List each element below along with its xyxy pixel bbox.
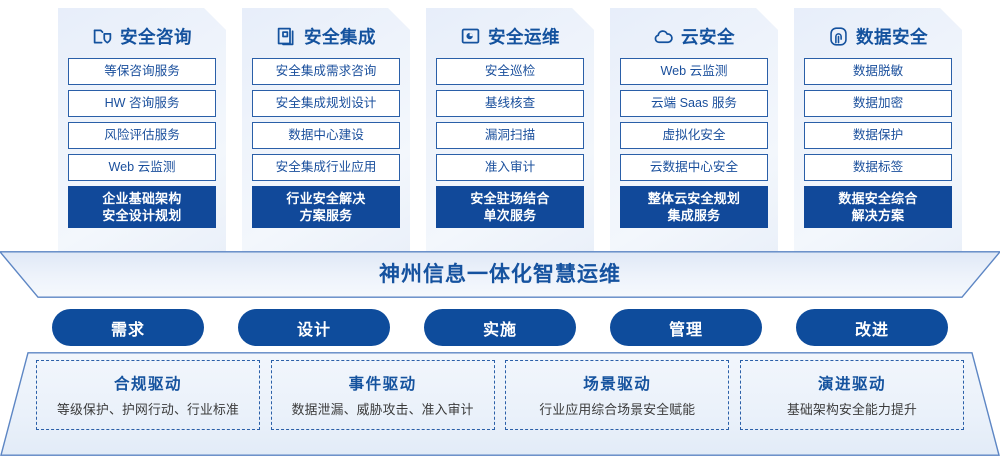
card-summary-line: 单次服务 xyxy=(483,208,537,223)
driver-description: 数据泄漏、威胁攻击、准入审计 xyxy=(291,402,474,417)
card-summary-badge[interactable]: 行业安全解决 方案服务 xyxy=(252,186,400,228)
list-item[interactable]: 安全集成行业应用 xyxy=(252,154,400,181)
pill-improvement[interactable]: 改进 xyxy=(796,309,948,346)
card-header: 安全集成 xyxy=(252,14,400,58)
shield-folder-icon xyxy=(92,26,113,47)
card-summary-line: 企业基础架构 xyxy=(102,191,182,206)
list-item[interactable]: 安全集成规划设计 xyxy=(252,90,400,117)
driver-description: 基础架构安全能力提升 xyxy=(786,402,917,417)
list-item[interactable]: 数据脱敏 xyxy=(804,58,952,85)
driver-card-compliance[interactable]: 合规驱动 等级保护、护网行动、行业标准 xyxy=(36,360,260,430)
driver-card-evolution[interactable]: 演进驱动 基础架构安全能力提升 xyxy=(739,360,964,430)
card-summary-line: 集成服务 xyxy=(667,208,721,223)
driver-description: 等级保护、护网行动、行业标准 xyxy=(57,402,239,417)
card-summary-line: 方案服务 xyxy=(299,208,353,223)
capability-cards-row: 安全咨询 等保咨询服务 HW 咨询服务 风险评估服务 Web 云监测 企业基础架… xyxy=(0,0,1000,254)
platform-banner-title: 神州信息一体化智慧运维 xyxy=(379,263,621,286)
card-item-list: 安全集成需求咨询 安全集成规划设计 数据中心建设 安全集成行业应用 xyxy=(252,58,400,181)
list-item[interactable]: 云数据中心安全 xyxy=(620,154,768,181)
card-title: 数据安全 xyxy=(856,26,928,47)
list-item[interactable]: 基线核查 xyxy=(436,90,584,117)
card-summary-line: 整体云安全规划 xyxy=(647,191,741,206)
list-item[interactable]: Web 云监测 xyxy=(68,154,216,181)
list-item[interactable]: HW 咨询服务 xyxy=(68,90,216,117)
driver-description: 行业应用综合场景安全赋能 xyxy=(539,402,696,417)
card-summary-badge[interactable]: 整体云安全规划 集成服务 xyxy=(620,186,768,228)
card-item-list: 数据脱敏 数据加密 数据保护 数据标签 xyxy=(804,58,952,181)
documents-stack-icon xyxy=(276,26,297,47)
card-summary-badge[interactable]: 安全驻场结合 单次服务 xyxy=(436,186,584,228)
card-header: 云安全 xyxy=(620,14,768,58)
driver-title: 场景驱动 xyxy=(583,376,652,393)
card-summary-line: 数据安全综合 xyxy=(838,191,918,206)
monitor-chart-icon xyxy=(460,26,481,47)
cloud-icon xyxy=(653,26,674,47)
card-item-list: 安全巡检 基线核查 漏洞扫描 准入审计 xyxy=(436,58,584,181)
card-summary-line: 行业安全解决 xyxy=(286,191,366,206)
card-title: 安全集成 xyxy=(304,26,376,47)
capability-card-cloud-security[interactable]: 云安全 Web 云监测 云端 Saas 服务 虚拟化安全 云数据中心安全 整体云… xyxy=(610,8,778,254)
card-summary-line: 安全驻场结合 xyxy=(470,191,550,206)
driver-title: 演进驱动 xyxy=(817,376,886,393)
platform-banner: 神州信息一体化智慧运维 xyxy=(0,251,1000,298)
list-item[interactable]: 风险评估服务 xyxy=(68,122,216,149)
lifecycle-pills-row: 需求 设计 实施 管理 改进 xyxy=(0,309,1000,347)
capability-card-security-integration[interactable]: 安全集成 安全集成需求咨询 安全集成规划设计 数据中心建设 安全集成行业应用 行… xyxy=(242,8,410,254)
list-item[interactable]: 数据标签 xyxy=(804,154,952,181)
list-item[interactable]: 数据中心建设 xyxy=(252,122,400,149)
drivers-section: 合规驱动 等级保护、护网行动、行业标准 事件驱动 数据泄漏、威胁攻击、准入审计 … xyxy=(0,352,1000,456)
list-item[interactable]: 漏洞扫描 xyxy=(436,122,584,149)
fingerprint-icon xyxy=(828,26,849,47)
list-item[interactable]: 云端 Saas 服务 xyxy=(620,90,768,117)
card-summary-line: 解决方案 xyxy=(851,208,905,223)
pill-management[interactable]: 管理 xyxy=(610,309,762,346)
card-summary-badge[interactable]: 企业基础架构 安全设计规划 xyxy=(68,186,216,228)
list-item[interactable]: 安全巡检 xyxy=(436,58,584,85)
driver-title: 合规驱动 xyxy=(113,376,182,393)
card-item-list: Web 云监测 云端 Saas 服务 虚拟化安全 云数据中心安全 xyxy=(620,58,768,181)
driver-card-scenario[interactable]: 场景驱动 行业应用综合场景安全赋能 xyxy=(505,360,730,430)
list-item[interactable]: 等保咨询服务 xyxy=(68,58,216,85)
drivers-row: 合规驱动 等级保护、护网行动、行业标准 事件驱动 数据泄漏、威胁攻击、准入审计 … xyxy=(0,360,1000,430)
list-item[interactable]: 数据保护 xyxy=(804,122,952,149)
card-header: 安全咨询 xyxy=(68,14,216,58)
card-title: 安全运维 xyxy=(488,26,560,47)
card-title: 安全咨询 xyxy=(120,26,192,47)
list-item[interactable]: 虚拟化安全 xyxy=(620,122,768,149)
card-header: 数据安全 xyxy=(804,14,952,58)
list-item[interactable]: 安全集成需求咨询 xyxy=(252,58,400,85)
card-title: 云安全 xyxy=(681,26,735,47)
capability-card-security-consulting[interactable]: 安全咨询 等保咨询服务 HW 咨询服务 风险评估服务 Web 云监测 企业基础架… xyxy=(58,8,226,254)
list-item[interactable]: 数据加密 xyxy=(804,90,952,117)
capability-card-security-operations[interactable]: 安全运维 安全巡检 基线核查 漏洞扫描 准入审计 安全驻场结合 单次服务 xyxy=(426,8,594,254)
card-header: 安全运维 xyxy=(436,14,584,58)
driver-title: 事件驱动 xyxy=(348,376,417,393)
list-item[interactable]: Web 云监测 xyxy=(620,58,768,85)
driver-card-incident[interactable]: 事件驱动 数据泄漏、威胁攻击、准入审计 xyxy=(270,360,495,430)
pill-requirement[interactable]: 需求 xyxy=(52,309,204,346)
list-item[interactable]: 准入审计 xyxy=(436,154,584,181)
card-summary-badge[interactable]: 数据安全综合 解决方案 xyxy=(804,186,952,228)
card-summary-line: 安全设计规划 xyxy=(102,208,182,223)
pill-design[interactable]: 设计 xyxy=(238,309,390,346)
card-item-list: 等保咨询服务 HW 咨询服务 风险评估服务 Web 云监测 xyxy=(68,58,216,181)
capability-card-data-security[interactable]: 数据安全 数据脱敏 数据加密 数据保护 数据标签 数据安全综合 解决方案 xyxy=(794,8,962,254)
pill-implementation[interactable]: 实施 xyxy=(424,309,576,346)
